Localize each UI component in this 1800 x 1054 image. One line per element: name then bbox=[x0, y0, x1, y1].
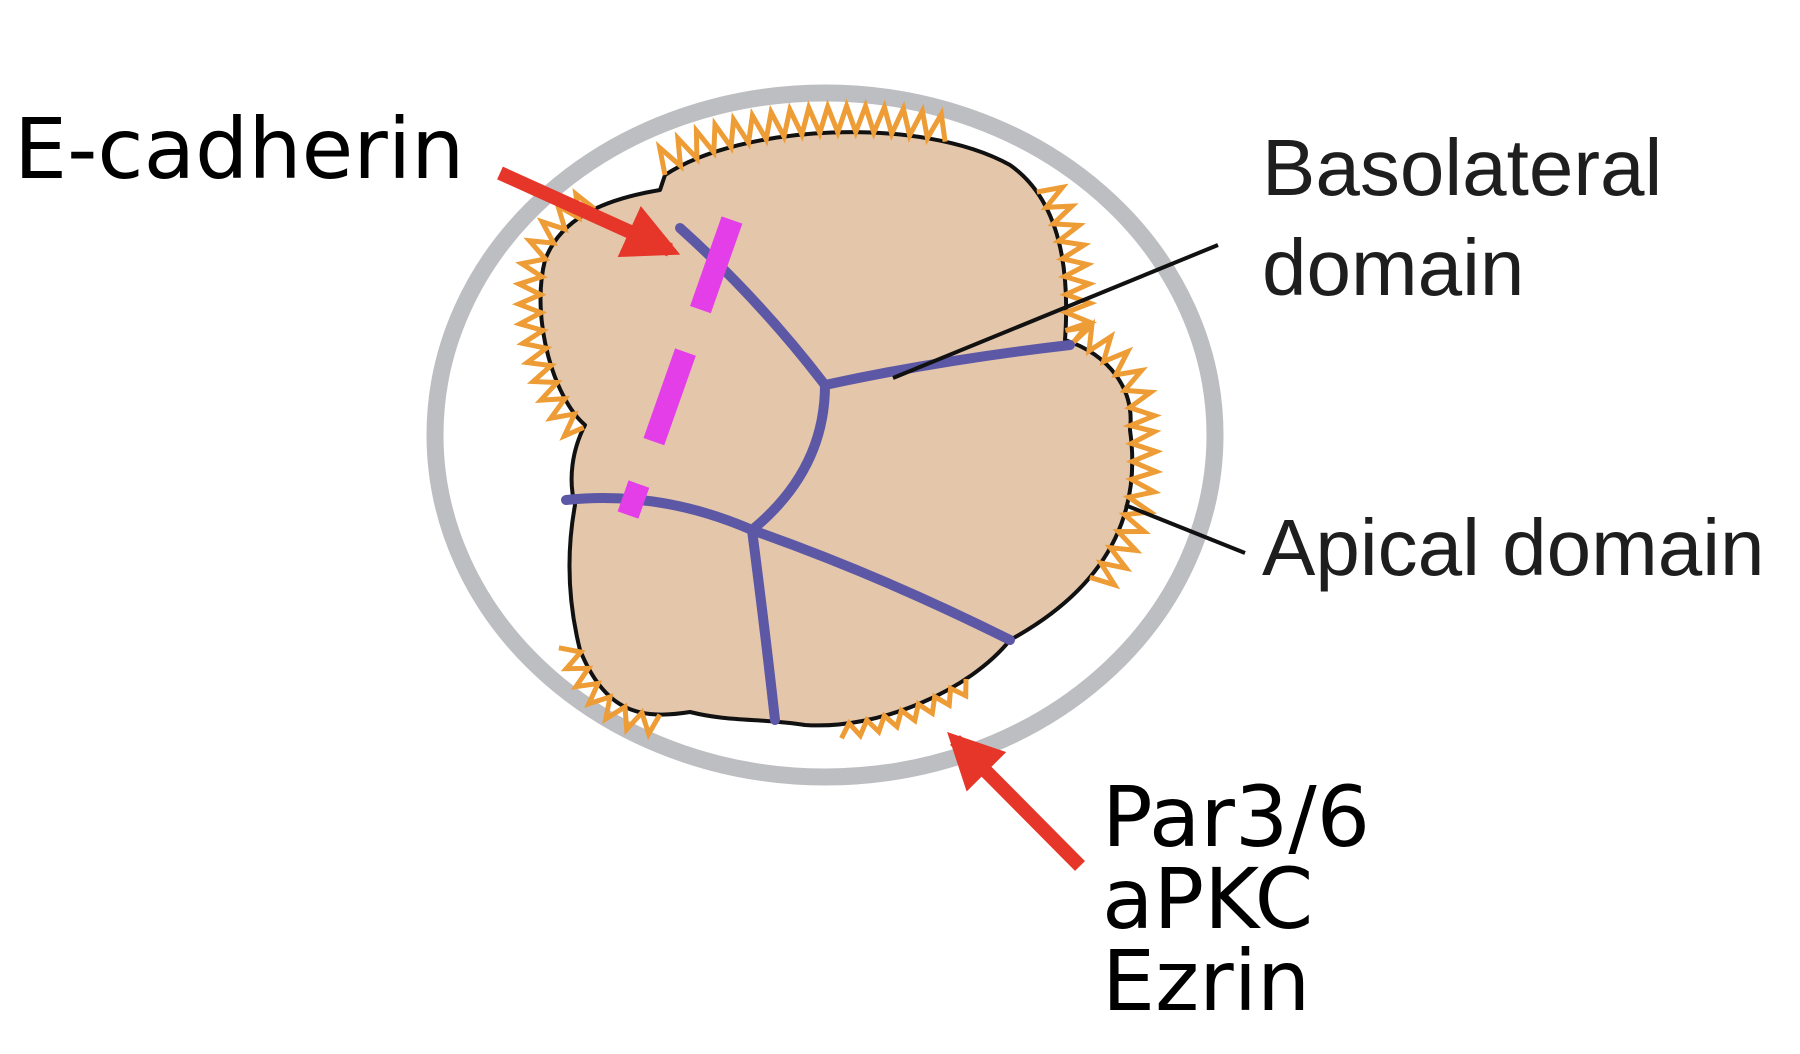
label-basolateral-line1: Basolateral bbox=[1262, 123, 1663, 212]
label-apical-domain: Apical domain bbox=[1262, 503, 1765, 592]
label-basolateral-domain: Basolateral domain bbox=[1262, 118, 1662, 318]
junction-bottom bbox=[747, 525, 780, 725]
dashed-section-line bbox=[617, 216, 743, 519]
junction-center bbox=[747, 380, 830, 535]
apical-fringe-segment-2 bbox=[1036, 183, 1164, 590]
label-basolateral-line2: domain bbox=[1262, 223, 1525, 312]
label-par-complex: Par3/6 aPKC Ezrin bbox=[1102, 768, 1371, 1030]
leader-line-basolateral bbox=[892, 243, 1219, 380]
junction-top-right bbox=[820, 340, 1075, 390]
label-apkc: aPKC bbox=[1102, 850, 1314, 948]
junction-lower-right bbox=[747, 525, 1015, 645]
apical-fringe-segment-5 bbox=[511, 188, 597, 441]
label-par3-6: Par3/6 bbox=[1102, 768, 1371, 866]
cell-cluster bbox=[538, 130, 1135, 728]
apical-fringe-segment-1 bbox=[655, 98, 948, 176]
cell-junctions bbox=[561, 223, 1075, 725]
junction-left bbox=[561, 493, 757, 535]
apical-fringe-segment-3 bbox=[839, 678, 969, 741]
arrow-ecadherin bbox=[497, 166, 681, 258]
apical-fringe-segment-4 bbox=[558, 645, 662, 741]
label-e-cadherin: E-cadherin bbox=[14, 100, 465, 198]
junction-top-left bbox=[675, 223, 830, 390]
arrow-par-complex bbox=[947, 732, 1085, 871]
leader-line-apical bbox=[1124, 503, 1246, 555]
label-ezrin: Ezrin bbox=[1102, 932, 1311, 1030]
outer-ring bbox=[426, 84, 1224, 786]
apical-fringe bbox=[511, 98, 1164, 741]
